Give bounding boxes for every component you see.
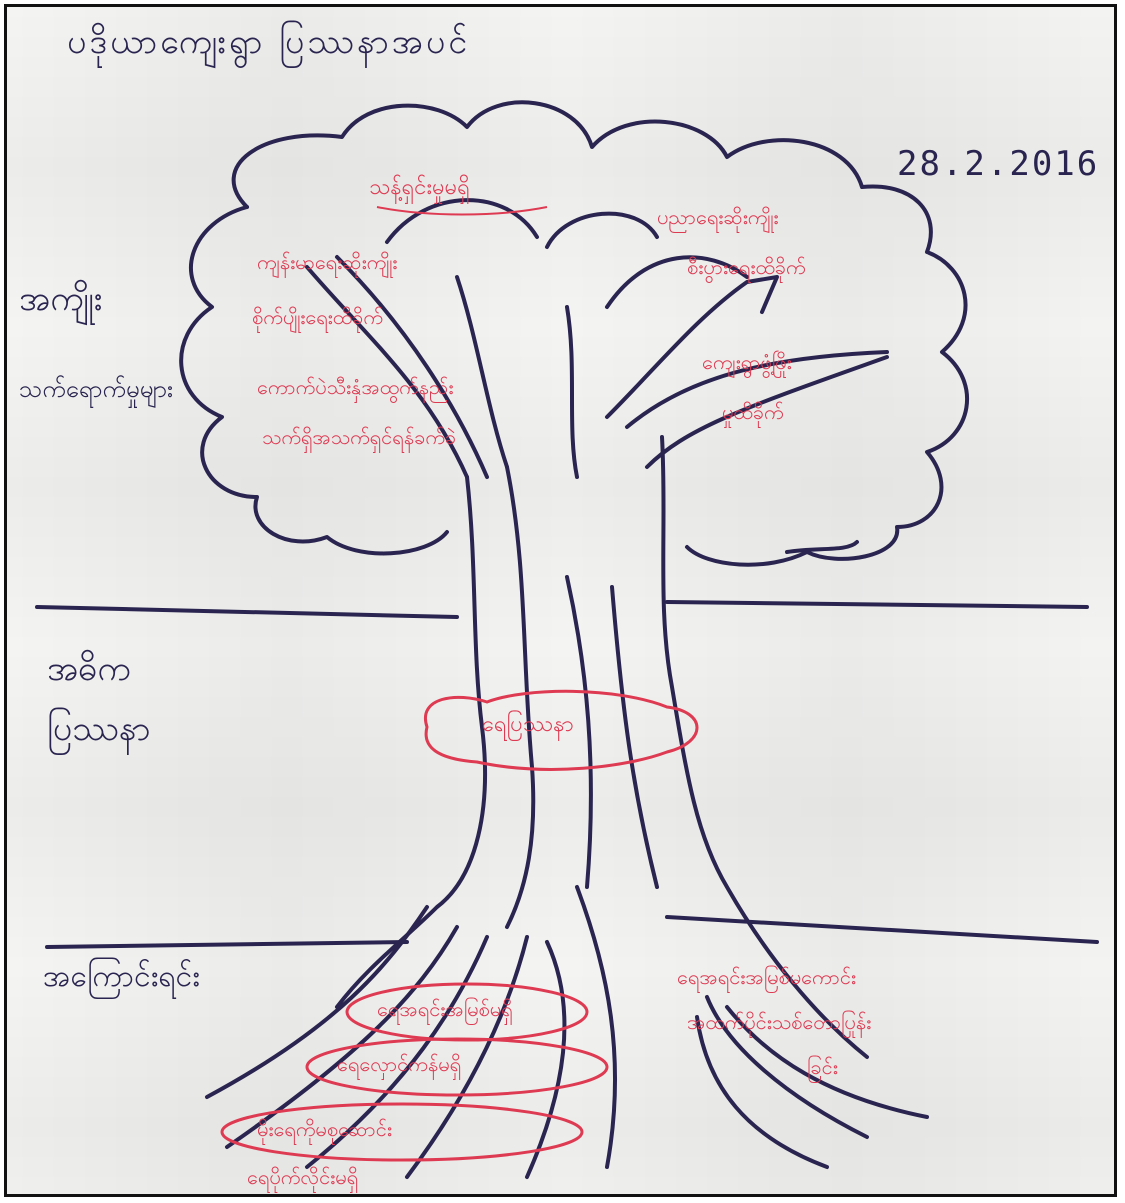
canopy-left-line-3: ကောက်ပဲသီးနှံအထွက်နည်း [257,375,454,399]
label-causes: အကြောင်းရင်း [43,959,200,994]
ground-line-lower-left [45,940,409,949]
canopy-left-heading: သန့်ရှင်းမှုမရှိ [369,175,470,200]
chart-date: 28.2.2016 [897,144,1100,184]
chart-paper-frame: ပဒိုယာကျေးရွာ ပြဿနာအပင် 28.2.2016 အကျိုး… [4,4,1117,1197]
problem-tree-drawing [35,100,1099,1179]
ground-line-upper-right [665,600,1089,609]
root-oval-3 [220,1102,584,1162]
canopy-outline [231,100,969,567]
canopy-left-line-1: ကျန်းမာရေးဆိုးကျိုး [257,250,398,274]
label-main-problem-line2: ပြဿနာ [47,709,151,749]
canopy-right-line-2: စီးပွားရေးထိခိုက် [687,255,806,279]
canopy-left-line-4: သက်ရှိအသက်ရှင်ရန်ခက်ခဲ [262,425,457,449]
root-cause-2: ရေလှောင်ကန်မရှိ [337,1052,462,1076]
root-oval-2 [305,1037,609,1097]
label-main-problem-line1: အဓိက [47,649,131,689]
label-effects-line1: အကျိုး [19,279,103,319]
canopy-outline-left [179,205,449,556]
canopy-right-line-1: ပညာရေးဆိုးကျိုး [657,205,779,229]
canopy-right-line-4: မှုထိခိုက် [722,400,784,424]
label-effects-line2: သက်ရောက်မှုများ [19,375,174,403]
main-problem-text: ရေပြဿနာ [482,712,574,737]
root-cause-1: ရေအရင်းအမြစ်မရှိ [377,997,513,1021]
root-cause-4: ရေပိုက်လိုင်းမရှိ [247,1165,359,1189]
page-title: ပဒိုယာကျေးရွာ ပြဿနာအပင် [67,22,471,62]
trunk-right-edge [660,435,869,1059]
ground-line-upper-left [35,605,459,619]
canopy-left-line-2: စိုက်ပျိုးရေးထိခိုက် [252,305,383,329]
root-cause-3: မိုးရေကိုမစုဆောင်း [257,1117,392,1141]
root-right-line-3: ခြင်း [807,1055,838,1079]
canopy-right-line-3: ကျေးရွာဖွံ့ဖြိုး [702,350,792,374]
root-right-line-2: အထက်ပိုင်းသစ်တောပြုန်း [687,1010,872,1034]
root-right-line-1: ရေအရင်းအမြစ်မကောင်း [677,965,857,989]
paper-background [7,7,1114,1194]
ground-line-lower-right [665,915,1099,944]
problem-cloud-outline [423,689,699,771]
